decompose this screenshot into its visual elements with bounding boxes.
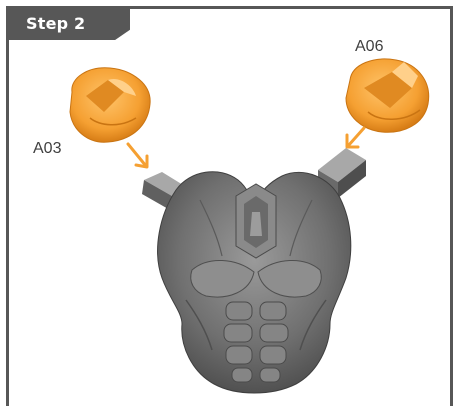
part-a06 xyxy=(346,59,429,132)
part-a03 xyxy=(70,68,150,142)
part-label-a03: A03 xyxy=(33,140,61,158)
torso-part xyxy=(142,148,366,393)
arrow-a03 xyxy=(128,144,147,167)
part-label-a06: A06 xyxy=(355,38,383,56)
arrow-a06 xyxy=(347,128,364,147)
